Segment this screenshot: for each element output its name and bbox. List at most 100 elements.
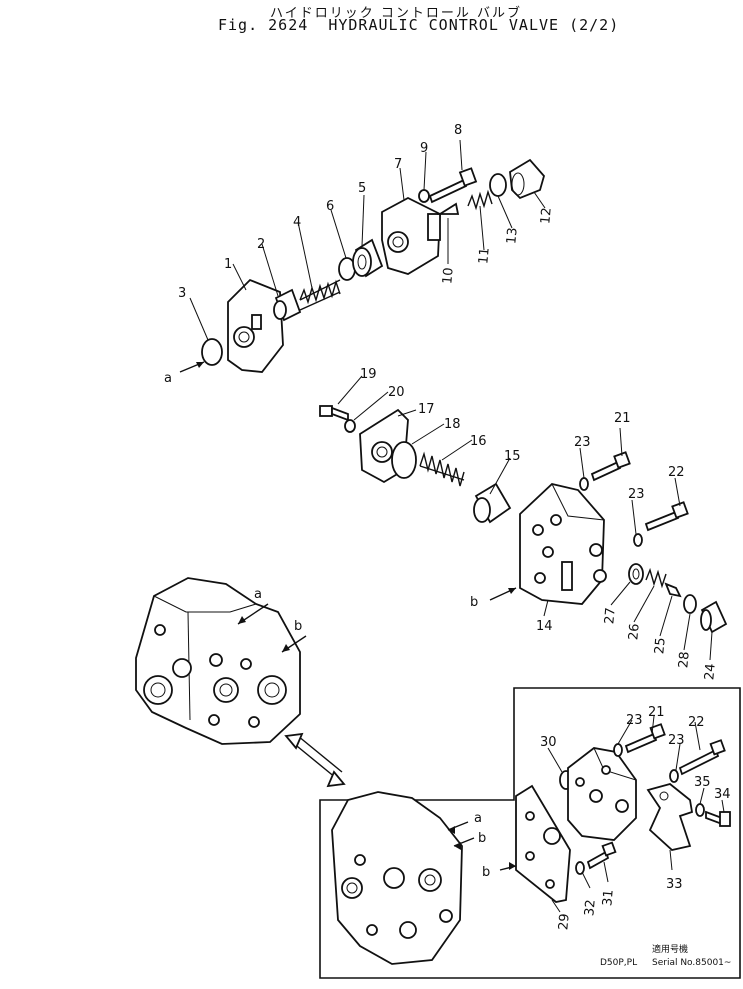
part-12-plug (509, 158, 545, 200)
part-16-spring (419, 451, 465, 487)
ref-label-a-inset: a (474, 811, 482, 826)
label-12: 12 (538, 207, 554, 225)
figure-number: Fig. 2624 (218, 16, 309, 34)
label-18: 18 (444, 417, 461, 432)
label-32: 32 (582, 899, 598, 917)
part-23-washer-b (633, 533, 643, 547)
inset-part-22-bolt (678, 739, 726, 776)
label-8: 8 (454, 123, 462, 138)
label-22: 22 (668, 465, 685, 480)
label-15: 15 (504, 449, 521, 464)
serial-number: Serial No.85001~ (652, 958, 731, 968)
top-valve-assembly (179, 158, 545, 373)
part-5-bearing (352, 238, 384, 278)
label-4: 4 (293, 215, 301, 230)
part-18-o-ring (391, 441, 417, 479)
serial-footer: 適用号機 D50P,PL Serial No.85001~ (600, 943, 731, 968)
part-3-o-ring (201, 338, 223, 366)
variant-double-arrow (284, 732, 346, 788)
label-9: 9 (420, 141, 428, 156)
inset-part-23-washer-a (613, 743, 623, 757)
label-21: 21 (614, 411, 631, 426)
part-22-bolt (644, 501, 689, 532)
inset-valve-body (567, 747, 637, 841)
ref-label-a-top: a (164, 371, 172, 386)
label-11: 11 (476, 247, 492, 265)
label-20: 20 (388, 385, 405, 400)
serial-heading: 適用号機 (652, 943, 688, 955)
label-10: 10 (440, 267, 456, 285)
inset-part-23-washer-b (669, 769, 679, 783)
part-19-bolt (319, 405, 349, 422)
inset-label-21: 21 (648, 705, 665, 720)
label-25: 25 (652, 637, 668, 655)
variant-inset-box (319, 687, 741, 979)
ref-label-b-inset-2: b (482, 865, 490, 880)
part-29-plate (515, 784, 571, 903)
label-17: 17 (418, 402, 435, 417)
label-3: 3 (178, 286, 186, 301)
part-23-washer-a (579, 477, 589, 491)
title-japanese: ハイドロリック コントロール バルブ (270, 6, 523, 21)
label-16: 16 (470, 434, 487, 449)
part-25-poppet (664, 582, 682, 598)
ref-label-a-pump: a (254, 587, 262, 602)
ref-label-b-middle: b (470, 595, 478, 610)
part-labels: 1 2 3 4 5 6 7 8 9 10 11 13 12 a 19 20 17… (164, 123, 731, 931)
part-15-spool (473, 482, 512, 524)
inset-part-21-bolt (624, 723, 666, 754)
label-34: 34 (714, 787, 731, 802)
label-23-b: 23 (628, 487, 645, 502)
label-30: 30 (540, 735, 557, 750)
part-28-o-ring (683, 594, 697, 614)
label-14: 14 (536, 619, 553, 634)
label-23-a: 23 (574, 435, 591, 450)
label-13: 13 (504, 227, 520, 245)
part-13-ring (489, 173, 507, 197)
pump-valve-overview (135, 577, 307, 745)
label-35: 35 (694, 775, 711, 790)
label-28: 28 (676, 651, 692, 669)
label-27: 27 (602, 607, 618, 625)
part-35-washer (695, 803, 705, 817)
ref-label-b-pump: b (294, 619, 302, 634)
label-19: 19 (360, 367, 377, 382)
part-26-spring (645, 567, 667, 589)
inset-label-23-a: 23 (626, 713, 643, 728)
part-27-ring (628, 563, 644, 585)
label-31: 31 (600, 889, 616, 907)
label-5: 5 (358, 181, 366, 196)
part-14-body (519, 483, 607, 605)
label-2: 2 (257, 237, 265, 252)
part-7-cover (381, 196, 441, 275)
middle-valve-assembly (319, 405, 728, 634)
label-29: 29 (556, 913, 572, 931)
part-31-bolt (586, 841, 617, 870)
part-21-bolt (590, 451, 631, 482)
part-1-slot (251, 314, 262, 330)
part-32-washer (575, 861, 585, 875)
label-26: 26 (626, 623, 642, 641)
part-9-washer (418, 189, 430, 203)
figure-title: HYDRAULIC CONTROL VALVE (2/2) (328, 16, 620, 34)
label-33: 33 (666, 877, 683, 892)
part-34-bolt (705, 810, 731, 827)
page-title: Fig. 2624 HYDRAULIC CONTROL VALVE (2/2) (218, 16, 619, 34)
label-24: 24 (702, 663, 718, 681)
part-20-washer (344, 419, 356, 433)
inset-pump (331, 791, 463, 965)
part-1-bore (233, 326, 255, 348)
model-code: D50P,PL (600, 958, 637, 968)
part-33-bracket (646, 783, 694, 851)
ref-label-b-inset-1: b (478, 831, 486, 846)
inset-label-23-b: 23 (668, 733, 685, 748)
part-24-plug (700, 600, 728, 634)
part-10-poppet (436, 202, 460, 215)
part-4-spring (299, 279, 341, 311)
part-8-bolt (428, 167, 478, 204)
part-11-spring (467, 189, 493, 211)
label-1: 1 (224, 257, 232, 272)
label-6: 6 (326, 199, 334, 214)
label-7: 7 (394, 157, 402, 172)
